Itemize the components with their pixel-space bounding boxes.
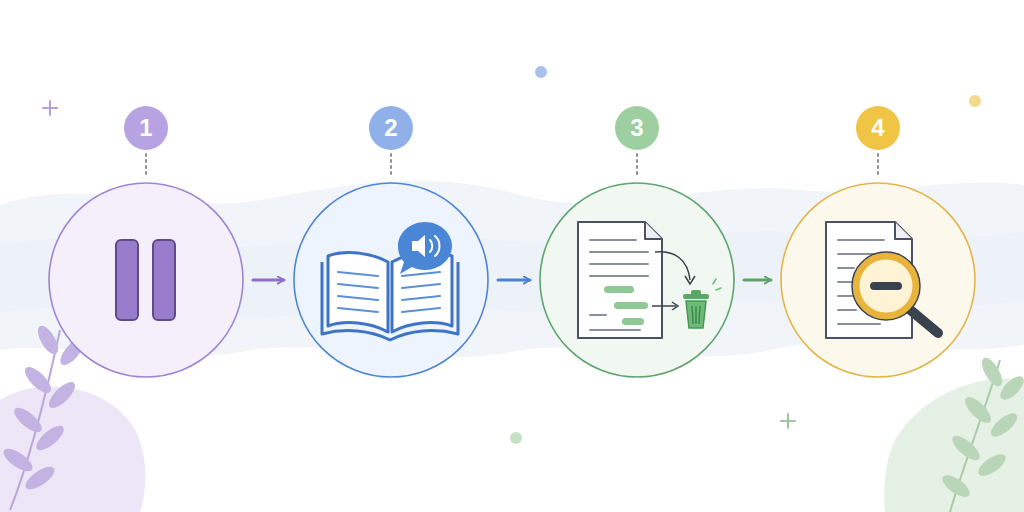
circle-shape [294, 183, 488, 377]
step-circle: 1 [48, 182, 244, 378]
search-document-icon [826, 222, 938, 338]
step-number: 4 [856, 106, 900, 150]
plus-sign [43, 101, 57, 115]
step-number: 2 [369, 106, 413, 150]
circle-shape [540, 183, 734, 377]
trim-document-icon [578, 222, 721, 338]
step-circle: 3 [539, 182, 735, 378]
circle-shape [781, 183, 975, 377]
flow-arrow [744, 279, 771, 282]
dot [510, 432, 522, 444]
pause-icon [116, 240, 175, 320]
circle-shape [49, 183, 243, 377]
flow-arrow [253, 279, 284, 282]
flow-arrow [498, 279, 530, 282]
corner-blob [0, 387, 145, 512]
leaf-sprig [0, 323, 88, 510]
read-aloud-icon [322, 222, 458, 340]
step-circle: 2 [293, 182, 489, 378]
step-circle: 4 [780, 182, 976, 378]
circle-outline [48, 182, 244, 378]
circle-outline [780, 182, 976, 378]
step-number: 3 [615, 106, 659, 150]
dotted-leader [146, 154, 878, 176]
circle-outline [539, 182, 735, 378]
circle-outline [293, 182, 489, 378]
step-number: 1 [124, 106, 168, 150]
dot [535, 66, 547, 78]
plus-sign [781, 414, 795, 428]
leaf-sprig [939, 355, 1024, 512]
dot [969, 95, 981, 107]
